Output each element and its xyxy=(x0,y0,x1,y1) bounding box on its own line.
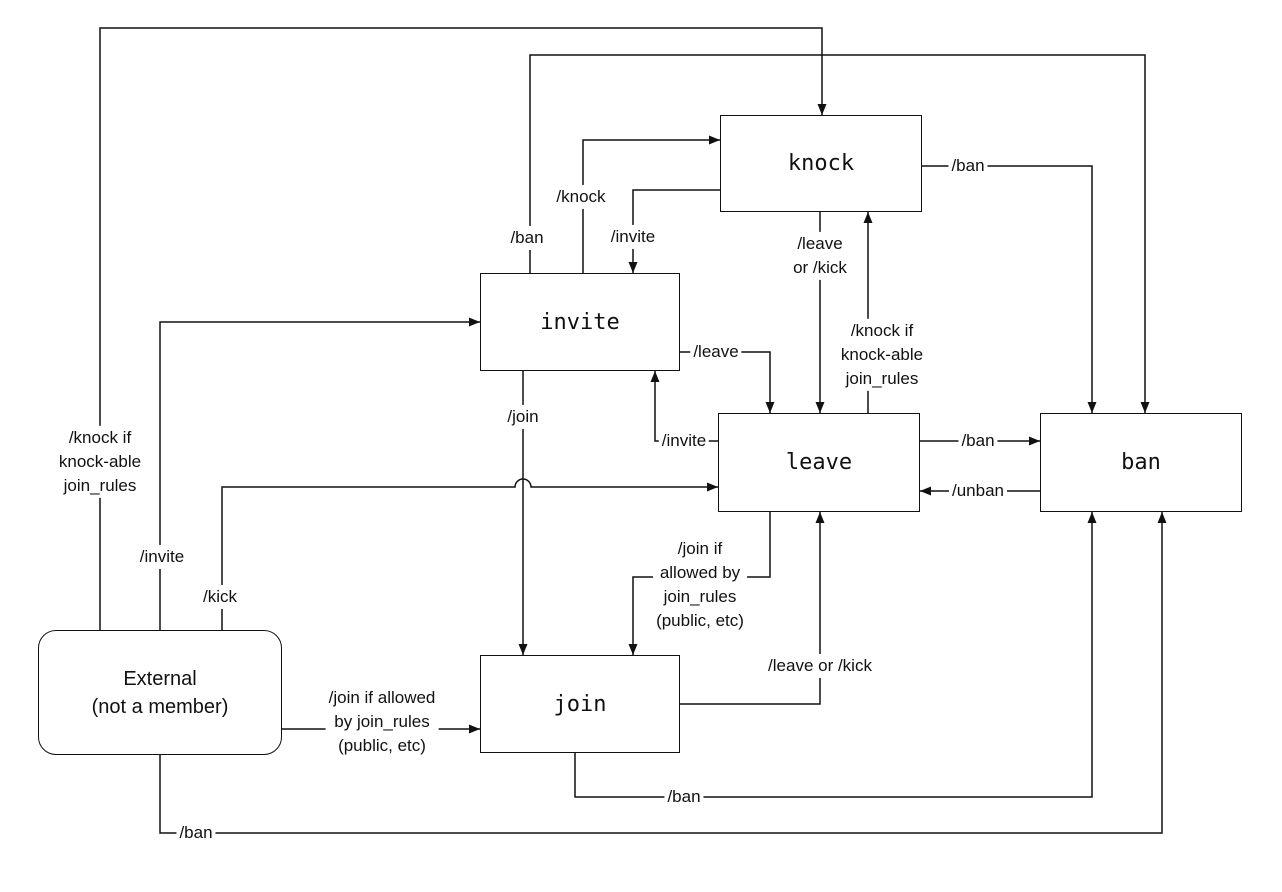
edge-label-join-to-ban: /ban xyxy=(664,784,704,810)
edge-label-knock-to-invite: /invite xyxy=(607,224,659,250)
node-knock: knock xyxy=(720,115,922,212)
node-external-label: External (not a member) xyxy=(91,667,229,718)
node-invite: invite xyxy=(480,273,680,371)
edge-label-leave-to-knock: /knock if knock-able join_rules xyxy=(837,318,927,392)
node-join: join xyxy=(480,655,680,753)
edge-label-knock-to-leave: /leave or /kick xyxy=(790,231,850,281)
edge-label-external-to-ban: /ban xyxy=(176,820,216,846)
node-ban-label: ban xyxy=(1121,450,1161,475)
node-join-label: join xyxy=(553,691,607,717)
edge-external-to-ban xyxy=(159,512,1167,834)
edge-label-external-to-knock: /knock if knock-able join_rules xyxy=(55,425,145,499)
edge-join-to-ban xyxy=(574,512,1097,798)
edge-external-to-knock xyxy=(99,27,827,630)
edge-label-leave-to-invite: /invite xyxy=(658,428,710,454)
edge-label-invite-to-leave: /leave xyxy=(690,339,742,365)
edge-external-to-leave xyxy=(221,478,718,630)
edge-label-leave-to-ban: /ban xyxy=(958,428,998,454)
node-external: External (not a member) xyxy=(38,630,282,755)
edge-label-external-to-join: /join if allowed by join_rules (public, … xyxy=(325,685,439,759)
edge-label-external-to-invite: /invite xyxy=(136,544,188,570)
edge-label-ban-to-leave: /unban xyxy=(949,478,1007,504)
edge-knock-to-ban xyxy=(922,165,1097,413)
node-knock-label: knock xyxy=(787,151,855,176)
edge-invite-to-knock xyxy=(582,135,720,273)
edge-label-external-to-leave: /kick xyxy=(200,584,240,610)
node-leave: leave xyxy=(718,413,920,512)
node-invite-label: invite xyxy=(540,309,620,335)
edge-label-knock-to-ban: /ban xyxy=(948,153,988,179)
edge-invite-to-ban xyxy=(529,54,1150,413)
edge-label-leave-to-join: /join if allowed by join_rules (public, … xyxy=(653,536,747,634)
edge-join-to-leave xyxy=(680,512,825,705)
edge-label-invite-to-join: /join xyxy=(504,404,542,430)
node-ban: ban xyxy=(1040,413,1242,512)
node-leave-label: leave xyxy=(785,450,853,475)
edge-external-to-invite xyxy=(159,317,480,630)
edge-label-invite-to-knock: /knock xyxy=(553,184,609,210)
edge-label-invite-to-ban: /ban xyxy=(507,225,547,251)
edge-label-join-to-leave: /leave or /kick xyxy=(765,653,875,679)
